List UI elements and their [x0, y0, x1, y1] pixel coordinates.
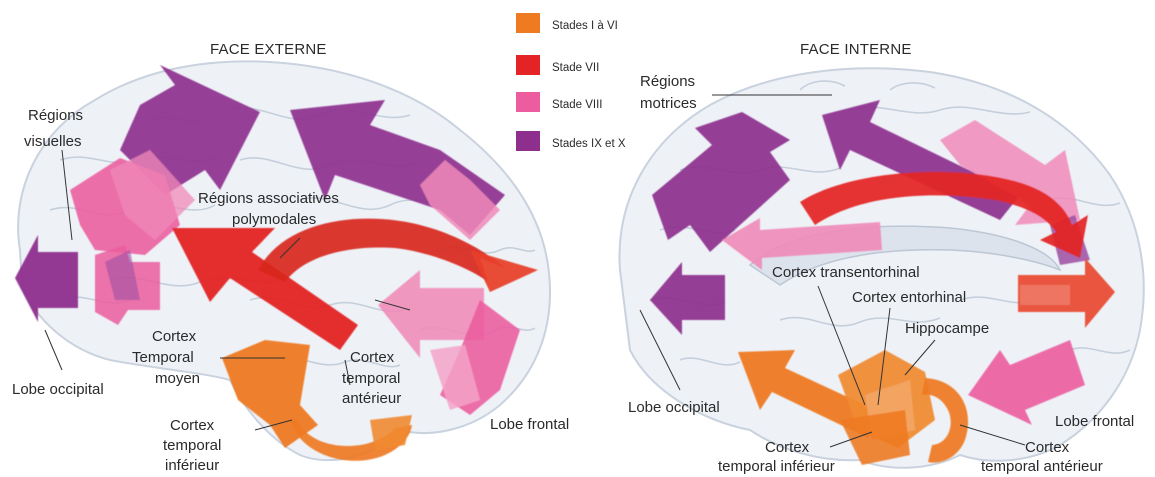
legend-swatch: [516, 55, 540, 75]
arrow-stage-viii: [1020, 285, 1070, 305]
label-cortex-temporal-moyen: moyen: [155, 370, 200, 387]
label-lobe-frontal: Lobe frontal: [490, 416, 569, 433]
legend-item-stade-vii: Stade VII: [516, 55, 599, 75]
arrow-stage-i-vi: [370, 415, 412, 450]
label-cortex-temporal-moyen: Cortex: [152, 328, 197, 345]
label-regions-visuelles: visuelles: [24, 133, 82, 150]
label-lobe-occipital: Lobe occipital: [12, 381, 104, 398]
legend-item-stades-i-vi: Stades I à VI: [516, 13, 618, 33]
label-cortex-transentorhinal: Cortex transentorhinal: [772, 264, 920, 281]
label-regions-motrices: Régions: [640, 73, 695, 90]
title-face-externe: FACE EXTERNE: [210, 41, 327, 58]
label-regions-associatives: polymodales: [232, 211, 316, 228]
label-cortex-temporal-anterieur: Cortex: [350, 349, 395, 366]
legend-label: Stade VIII: [552, 99, 603, 111]
label-regions-associatives: Régions associatives: [198, 190, 339, 207]
legend-swatch: [516, 92, 540, 112]
legend-label: Stades I à VI: [552, 20, 618, 32]
label-cortex-temporal-inferieur: temporal inférieur: [718, 458, 835, 475]
legend-swatch: [516, 131, 540, 151]
label-lobe-occipital: Lobe occipital: [628, 399, 720, 416]
label-cortex-temporal-anterieur: temporal antérieur: [981, 458, 1103, 475]
label-regions-visuelles: Régions: [28, 107, 83, 124]
legend-swatch: [516, 13, 540, 33]
label-cortex-temporal-inferieur: Cortex: [170, 417, 215, 434]
label-cortex-temporal-moyen: Temporal: [132, 349, 194, 366]
label-lobe-frontal: Lobe frontal: [1055, 413, 1134, 430]
label-cortex-temporal-anterieur: Cortex: [1025, 439, 1070, 456]
legend-label: Stades IX et X: [552, 138, 626, 150]
label-cortex-temporal-inferieur: temporal: [163, 437, 221, 454]
legend-item-stade-viii: Stade VIII: [516, 92, 603, 112]
label-cortex-temporal-inferieur: Cortex: [765, 439, 810, 456]
label-cortex-temporal-anterieur: temporal: [342, 370, 400, 387]
legend-item-stades-ix-x: Stades IX et X: [516, 131, 626, 151]
label-regions-motrices: motrices: [640, 95, 697, 112]
legend-label: Stade VII: [552, 62, 599, 74]
label-cortex-temporal-inferieur: inférieur: [165, 457, 219, 474]
label-cortex-entorhinal: Cortex entorhinal: [852, 289, 966, 306]
label-hippocampe: Hippocampe: [905, 320, 989, 337]
title-face-interne: FACE INTERNE: [800, 41, 912, 58]
legend: Stades I à VI Stade VII Stade VIII Stade…: [516, 13, 626, 151]
label-cortex-temporal-anterieur: antérieur: [342, 390, 401, 407]
